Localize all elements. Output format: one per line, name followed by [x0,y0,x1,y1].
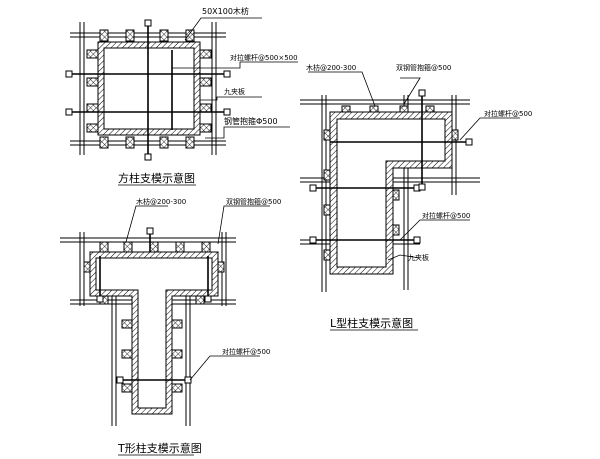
t-plywood [89,251,219,415]
t-bolt-nuts [96,227,212,384]
l-label-bolt-1: 对拉螺杆@500 [484,109,532,118]
t-label-timber: 木枋@200-300 [136,197,186,206]
t-column-diagram [60,205,270,426]
square-label-bolt: 对拉螺杆@500×500 [230,53,298,62]
l-leaders [308,71,520,261]
t-label-bolt: 对拉螺杆@500 [222,347,270,356]
l-timber-studs [323,105,459,261]
t-label-hoop: 双钢管抱箍@500 [226,197,281,206]
square-label-plywood: 九夹板 [224,87,245,96]
l-caption: L型柱支模示意图 [330,316,413,330]
l-column-diagram [300,71,520,292]
square-bolt-nuts [65,19,231,161]
t-caption: T形柱支模示意图 [117,441,202,455]
l-label-hoop: 双钢管抱箍@500 [396,63,451,72]
square-leaders [172,17,298,139]
square-plywood-box [97,41,201,136]
square-label-timber: 50X100木枋 [202,6,249,16]
square-label-hoop: 钢管抱箍Φ500 [224,116,278,126]
l-bolt-nuts [309,89,473,244]
square-column-diagram [65,17,298,161]
square-timber-studs [86,29,212,149]
l-label-timber: 木枋@200-300 [306,63,356,72]
t-leaders [125,205,270,381]
l-label-plywood: 九夹板 [408,253,429,262]
l-plywood [329,111,453,275]
l-bolts [310,90,470,241]
l-label-bolt-2: 对拉螺杆@500 [422,211,470,220]
square-bolts [66,20,230,160]
square-caption: 方柱支模示意图 [118,171,195,185]
